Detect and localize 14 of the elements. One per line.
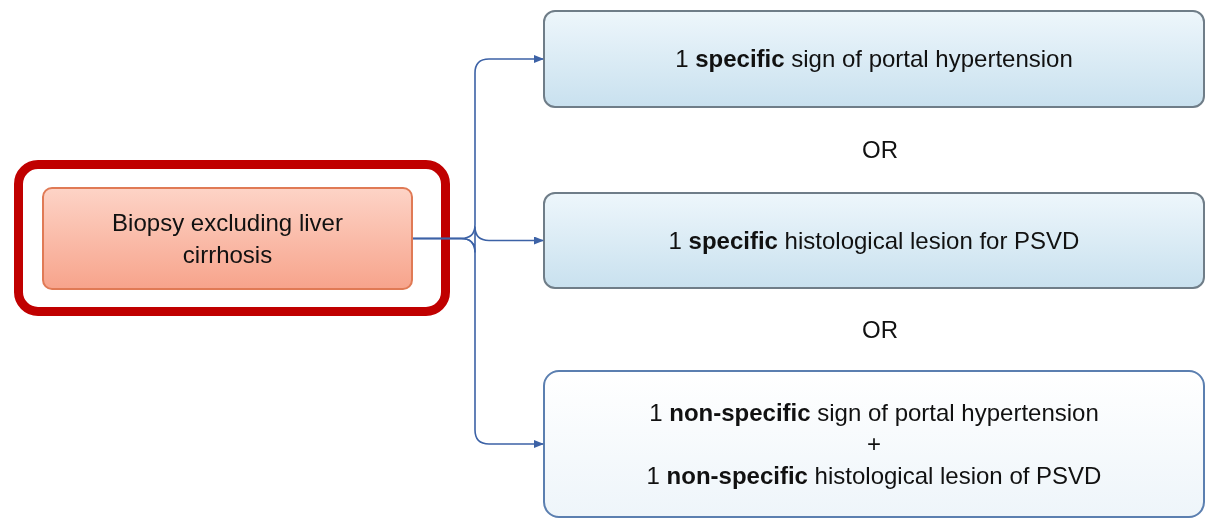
process-box	[543, 10, 1205, 108]
process-box	[42, 187, 413, 290]
node-text: Biopsy excluding liver cirrhosis	[111, 208, 344, 270]
node-text: 1 non-specific histological lesion of PSVD	[645, 460, 1103, 491]
process-box	[543, 370, 1205, 518]
arrow	[412, 237, 544, 448]
or-label: OR	[862, 316, 898, 344]
node-text: 1 specific sign of portal hypertension	[674, 44, 1074, 75]
node-text: 1 specific histological lesion for PSVD	[667, 225, 1081, 256]
node-text: 1 non-specific sign of portal hypertension	[648, 398, 1100, 429]
or-label: OR	[862, 136, 898, 164]
node-text: +	[866, 429, 882, 460]
highlight-frame	[14, 160, 450, 316]
process-box	[543, 192, 1205, 289]
